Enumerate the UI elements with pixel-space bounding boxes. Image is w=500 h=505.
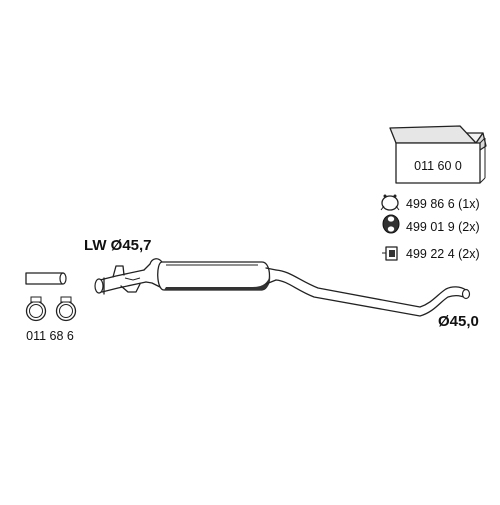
rubber-ring-icon xyxy=(382,214,400,234)
pipe-clamp-icon xyxy=(25,296,77,322)
box-part-number: 011 60 0 xyxy=(414,159,462,173)
hanger-1-label: 499 86 6 (1x) xyxy=(406,197,480,211)
connector-part-number: 011 68 6 xyxy=(26,329,74,343)
hanger-2-label: 499 01 9 (2x) xyxy=(406,220,480,234)
connector-pipe xyxy=(25,272,67,285)
clamp-label: 499 22 4 (2x) xyxy=(406,247,480,261)
outlet-diameter-label: Ø45,0 xyxy=(438,313,479,330)
box-icon xyxy=(389,125,487,184)
rubber-hanger-icon xyxy=(380,194,400,211)
mounting-clamp-icon xyxy=(382,246,398,261)
exhaust-middle-section xyxy=(94,258,471,317)
inlet-diameter-label: LW Ø45,7 xyxy=(84,237,152,254)
